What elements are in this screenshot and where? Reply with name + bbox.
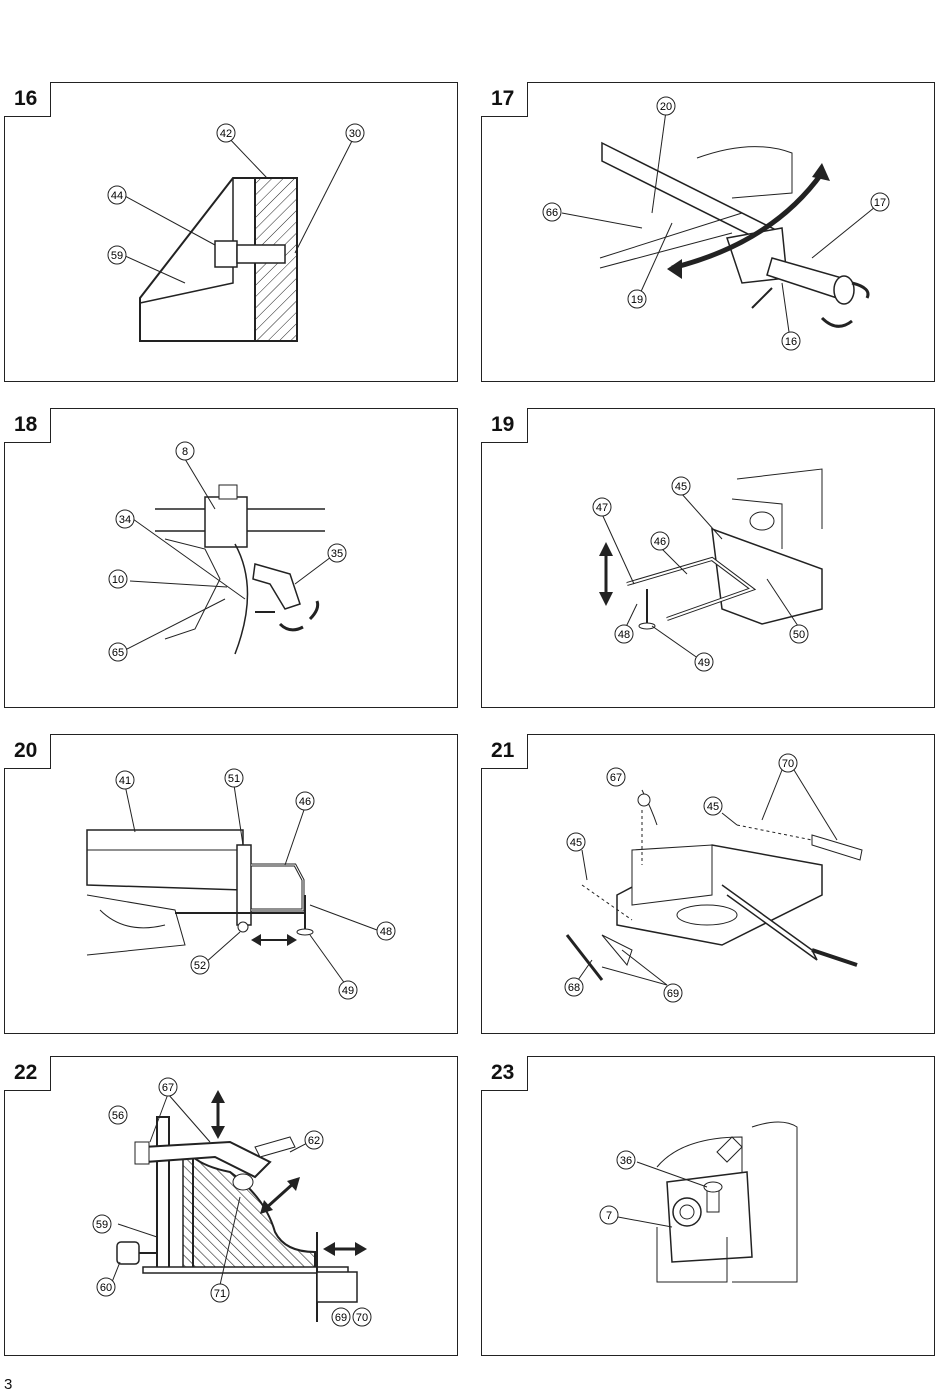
callout-label: 45	[707, 801, 719, 813]
callout-label: 67	[162, 1082, 174, 1094]
callout-label: 30	[349, 128, 361, 140]
callout-label: 69	[667, 988, 679, 1000]
figure-number: 21	[481, 734, 528, 769]
callout-label: 19	[631, 294, 643, 306]
callout-label: 16	[785, 336, 797, 348]
callout-label: 69	[335, 1312, 347, 1324]
figure-18-panel: 18 8 34 35 10 65	[4, 408, 458, 708]
callout-label: 51	[228, 773, 240, 785]
callout-label: 52	[194, 960, 206, 972]
callout-label: 71	[214, 1288, 226, 1300]
figure-22-illustration: 67 56 62 59 60 71 69 70	[92, 1077, 372, 1327]
callout-label: 60	[100, 1282, 112, 1294]
callout-label: 20	[660, 101, 672, 113]
callout-label: 48	[618, 629, 630, 641]
callout-label: 62	[308, 1135, 320, 1147]
callout-label: 70	[356, 1312, 368, 1324]
callout-label: 42	[220, 128, 232, 140]
callout-label: 59	[111, 250, 123, 262]
callout-label: 45	[570, 837, 582, 849]
callout-label: 68	[568, 982, 580, 994]
figure-16-panel: 16 42 30 44 59	[4, 82, 458, 382]
figure-number: 20	[4, 734, 51, 769]
figure-23-illustration: 36 7	[599, 1121, 798, 1283]
callout-label: 7	[606, 1210, 612, 1222]
callout-label: 45	[675, 481, 687, 493]
callout-label: 35	[331, 548, 343, 560]
figure-23-panel: 23 36 7	[481, 1056, 935, 1356]
callout-label: 8	[182, 446, 188, 458]
callout-label: 49	[342, 985, 354, 997]
figure-16-illustration: 42 30 44 59	[107, 123, 365, 342]
callout-label: 17	[874, 197, 886, 209]
figure-number: 17	[481, 82, 528, 117]
figure-21-illustration: 67 70 45 45 68 69	[564, 753, 863, 1003]
figure-number: 22	[4, 1056, 51, 1091]
callout-label: 46	[299, 796, 311, 808]
figure-19-panel: 19 45 47 46 48 50 49	[481, 408, 935, 708]
callout-label: 65	[112, 647, 124, 659]
callout-label: 49	[698, 657, 710, 669]
callout-label: 50	[793, 629, 805, 641]
figure-17-illustration: 20 66 17 19 16	[542, 96, 890, 351]
callout-label: 66	[546, 207, 558, 219]
figure-number: 16	[4, 82, 51, 117]
callout-label: 70	[782, 758, 794, 770]
callout-label: 41	[119, 775, 131, 787]
figure-number: 23	[481, 1056, 528, 1091]
callout-label: 36	[620, 1155, 632, 1167]
figure-20-panel: 20 41 51 46 48 52	[4, 734, 458, 1034]
callout-label: 44	[111, 190, 123, 202]
callout-label: 47	[596, 502, 608, 514]
callout-label: 46	[654, 536, 666, 548]
page-number: 3	[4, 1376, 13, 1393]
figure-17-panel: 17 20 66 17 19 16	[481, 82, 935, 382]
callout-label: 10	[112, 574, 124, 586]
figure-number: 19	[481, 408, 528, 443]
figure-21-panel: 21 67 70 45 45 68	[481, 734, 935, 1034]
callout-label: 67	[610, 772, 622, 784]
callout-label: 34	[119, 514, 131, 526]
callout-label: 59	[96, 1219, 108, 1231]
callout-label: 48	[380, 926, 392, 938]
figure-18-illustration: 8 34 35 10 65	[108, 441, 347, 662]
figure-22-panel: 22 67 56 62	[4, 1056, 458, 1356]
figure-19-illustration: 45 47 46 48 50 49	[592, 468, 823, 672]
figure-20-illustration: 41 51 46 48 52 49	[86, 768, 396, 1000]
callout-label: 56	[112, 1110, 124, 1122]
figure-number: 18	[4, 408, 51, 443]
